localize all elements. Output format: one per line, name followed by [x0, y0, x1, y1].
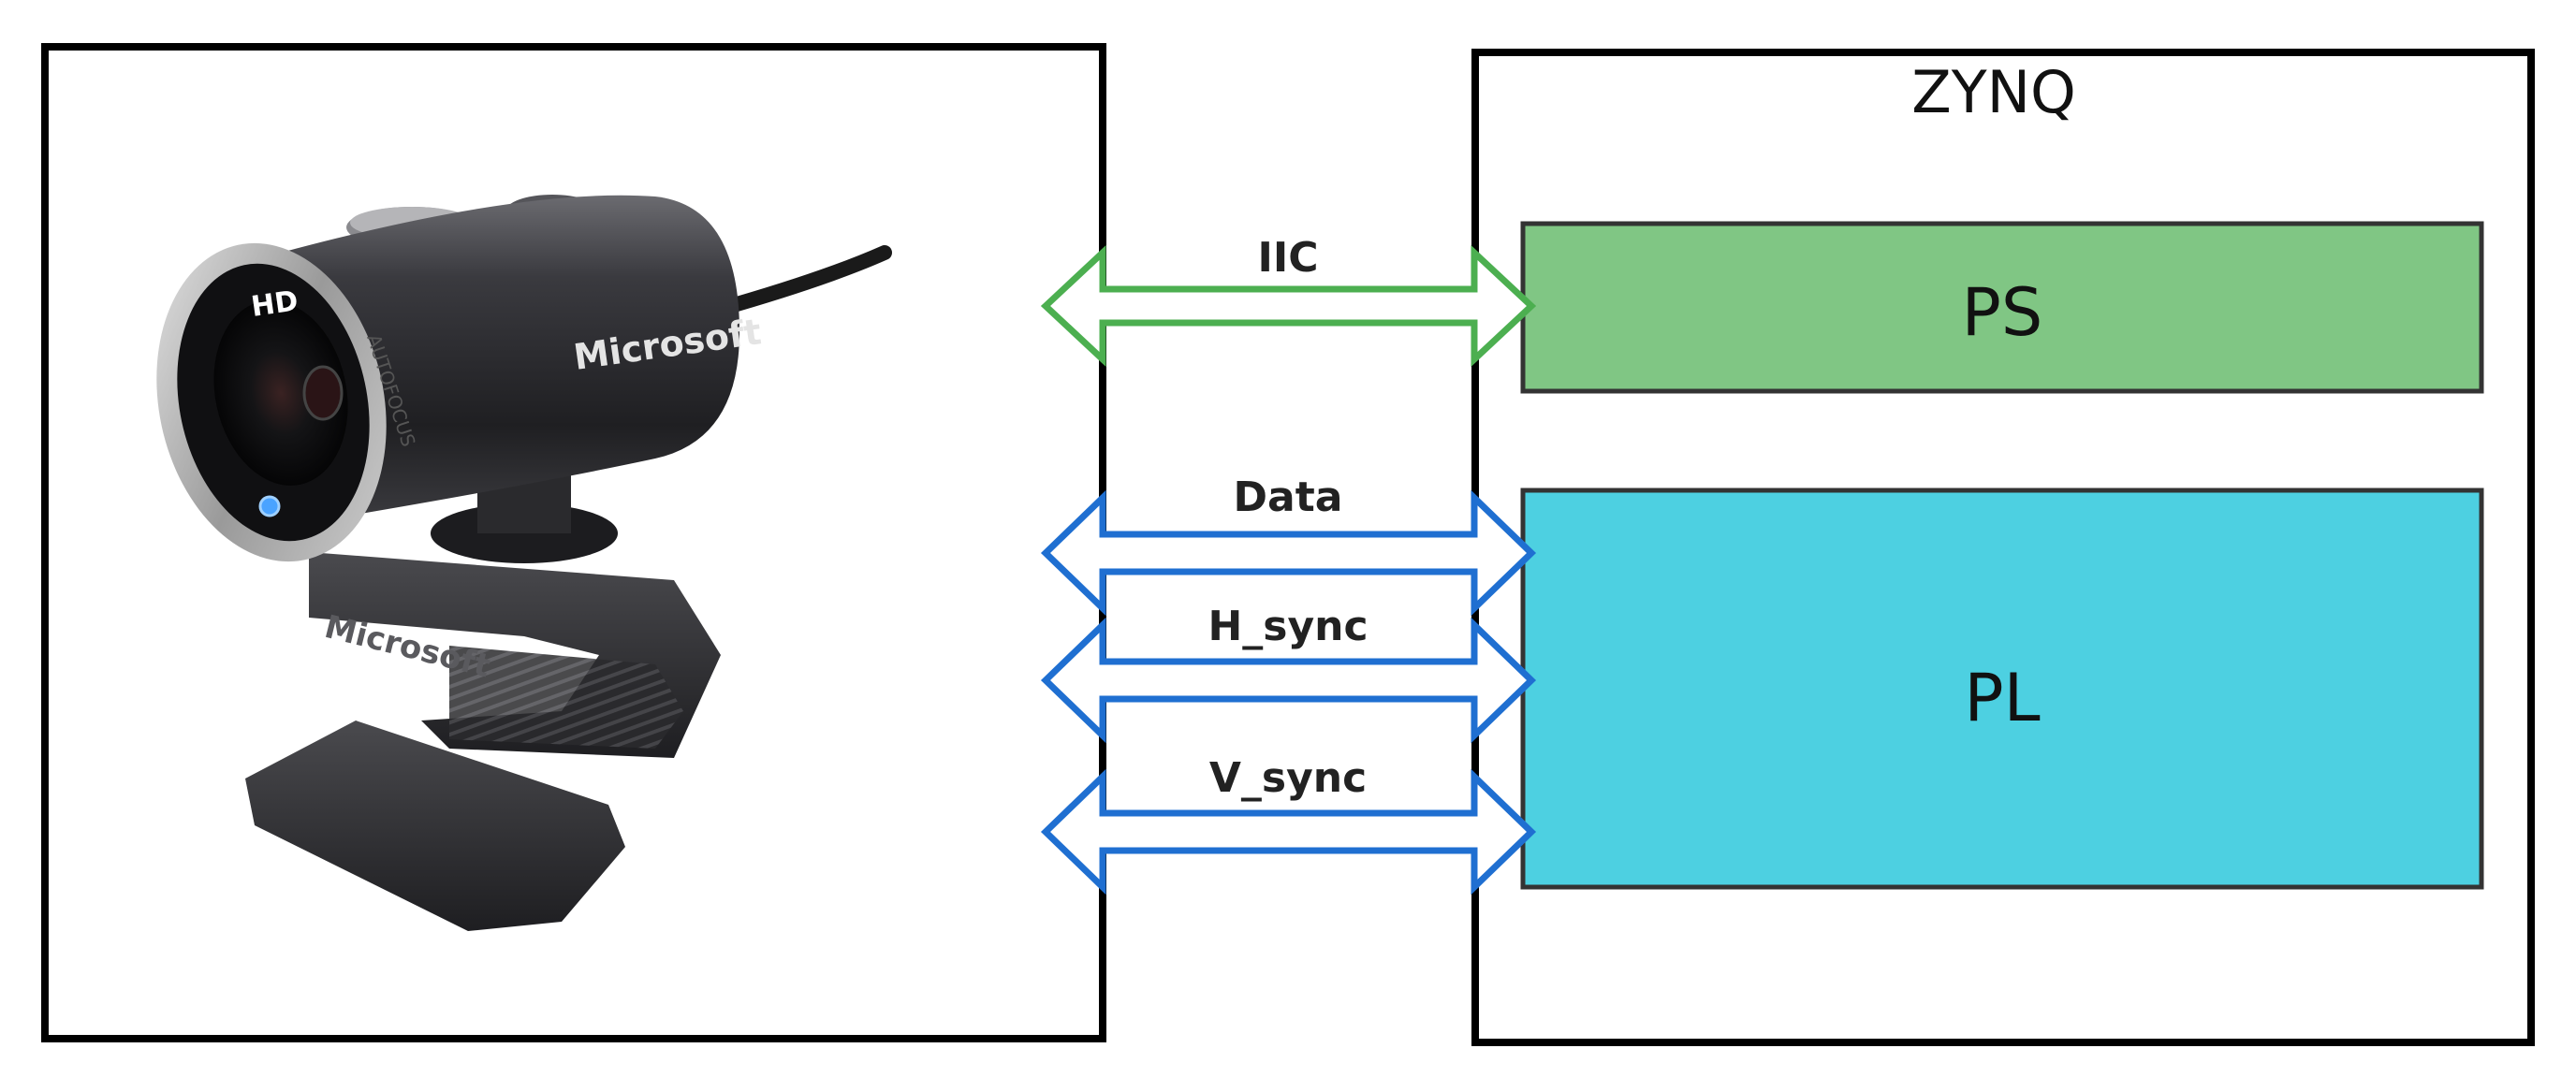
webcam-image: Microsoft Microsoft HD AUTOFOCUS [156, 195, 892, 931]
ps-block [1520, 221, 2484, 394]
webcam-base [245, 721, 625, 931]
webcam-body [281, 195, 739, 524]
webcam-led [258, 495, 281, 517]
webcam-clip-ribs [449, 646, 683, 749]
vsync-label: V_sync [1209, 754, 1367, 802]
iic-arrow [1040, 244, 1537, 368]
vsync-arrow [1040, 768, 1537, 895]
ps-label: PS [1962, 274, 2043, 351]
data-arrow [1040, 489, 1537, 617]
webcam-lens [213, 300, 348, 486]
hsync-label: H_sync [1208, 603, 1368, 650]
pl-label: PL [1964, 660, 2040, 736]
zynq-title: ZYNQ [1911, 58, 2076, 126]
iic-label: IIC [1257, 234, 1318, 282]
webcam-cable [713, 245, 892, 316]
data-label: Data [1234, 473, 1343, 521]
pl-block [1520, 488, 2484, 890]
lens-hd-badge: HD [249, 284, 300, 324]
hsync-arrow [1040, 617, 1537, 744]
